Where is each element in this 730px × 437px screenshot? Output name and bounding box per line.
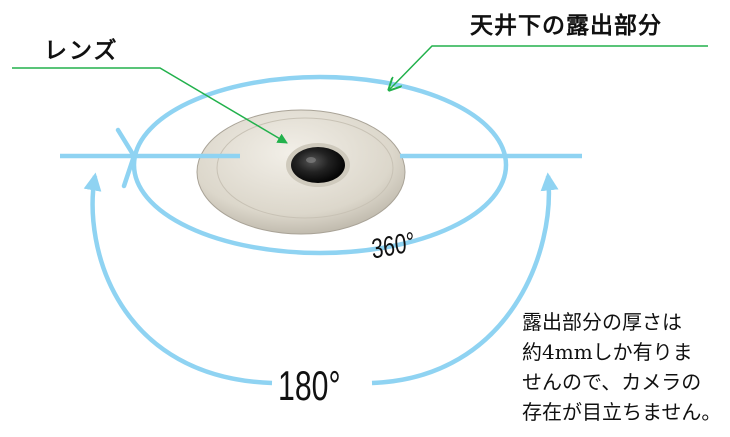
exposed-part-label: 天井下の露出部分 xyxy=(470,13,662,39)
lens-label: レンズ xyxy=(44,38,119,64)
note-line: 露出部分の厚さは xyxy=(522,310,682,334)
angle-180-arc xyxy=(83,172,273,386)
camera-lens xyxy=(286,143,350,187)
angle-180-arc-right xyxy=(371,172,559,386)
angle-360-ellipse xyxy=(131,74,509,256)
angle-180-label: 180° xyxy=(278,362,341,409)
lens-leader-line xyxy=(12,67,288,144)
note-line: せんので、カメラの xyxy=(522,370,702,394)
note-line: 存在が目立ちません。 xyxy=(522,400,722,424)
note-line: 約4mmしか有りま xyxy=(522,340,693,364)
exposed-part-leader-line xyxy=(389,45,708,90)
thickness-note: 露出部分の厚さは 約4mmしか有りま せんので、カメラの 存在が目立ちません。 xyxy=(522,307,727,427)
rotation-arrowhead xyxy=(115,127,137,189)
